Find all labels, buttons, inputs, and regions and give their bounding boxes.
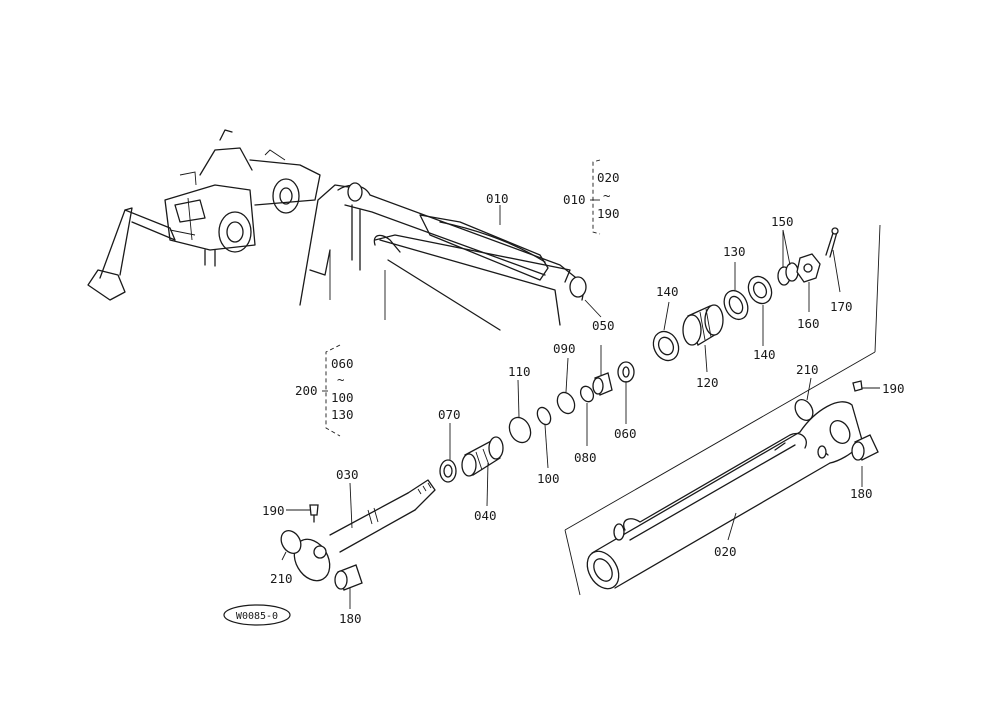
group-200-labels: 200 060 ~ 100 130 (295, 356, 354, 422)
callout-110: 110 (508, 364, 531, 379)
drawing-number-stamp: W0085-0 (223, 604, 291, 626)
group-200-id: 200 (295, 383, 318, 398)
group-010-from: 020 (597, 170, 620, 185)
callout-020: 020 (714, 544, 737, 559)
callout-060: 060 (614, 426, 637, 441)
piston-rod (293, 479, 436, 582)
callout-labels: 010 020 030 040 050 060 070 080 090 100 … (262, 191, 905, 626)
group-200-item-3: 100 (331, 390, 354, 405)
boom-illustration (299, 182, 587, 331)
tractor-illustration (87, 129, 321, 301)
bracket-group-200 (322, 344, 341, 437)
cylinder-tube (586, 401, 863, 590)
callout-180-left: 180 (339, 611, 362, 626)
callout-130: 130 (723, 244, 746, 259)
callout-150: 150 (771, 214, 794, 229)
callout-140-left: 140 (656, 284, 679, 299)
callout-010: 010 (486, 191, 509, 206)
callout-210-left: 210 (270, 571, 293, 586)
tube-outline-frame (564, 224, 881, 596)
callout-210-right: 210 (796, 362, 819, 377)
callout-190-left: 190 (262, 503, 285, 518)
leader-lines (281, 199, 880, 609)
group-200-item-1: 060 (331, 356, 354, 371)
group-010-range: ~ (603, 188, 611, 203)
callout-080: 080 (574, 450, 597, 465)
callout-120: 120 (696, 375, 719, 390)
group-200-item-2: ~ (337, 372, 345, 387)
callout-180-right: 180 (850, 486, 873, 501)
group-010-to: 190 (597, 206, 620, 221)
callout-050: 050 (592, 318, 615, 333)
group-010-labels: 010 020 ~ 190 (563, 170, 620, 221)
bracket-group-010 (590, 159, 601, 235)
seal-parts (280, 227, 879, 591)
callout-040: 040 (474, 508, 497, 523)
callout-160: 160 (797, 316, 820, 331)
group-200-item-4: 130 (331, 407, 354, 422)
callout-100: 100 (537, 471, 560, 486)
drawing-number: W0085-0 (236, 611, 278, 622)
callout-170: 170 (830, 299, 853, 314)
callout-070: 070 (438, 407, 461, 422)
callout-030: 030 (336, 467, 359, 482)
callout-090: 090 (553, 341, 576, 356)
callout-190-right: 190 (882, 381, 905, 396)
callout-140-right: 140 (753, 347, 776, 362)
group-010-id: 010 (563, 192, 586, 207)
